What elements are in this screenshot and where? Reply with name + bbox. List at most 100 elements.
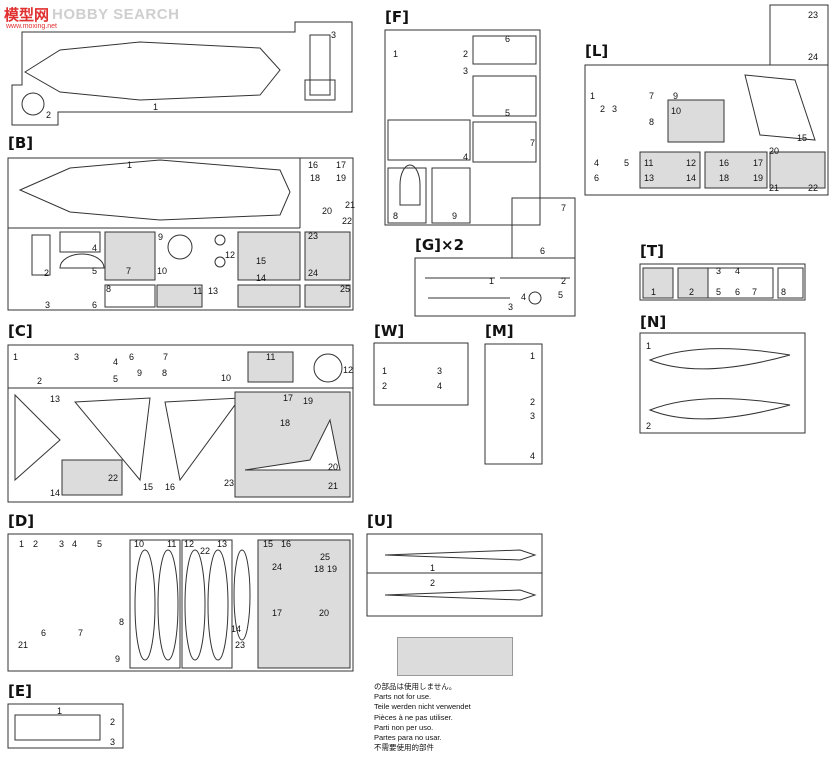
legend-line: の部品は使用しません。 [374,682,457,691]
part-e1 [14,714,101,741]
part-number: 4 [530,451,536,461]
part-number: 1 [393,49,399,59]
sprue-frame-d [7,533,354,672]
not-for-use-legend: の部品は使用しません。 Parts not for use. Teile wer… [374,682,471,753]
part-number: 13 [217,539,228,549]
part-number: 16 [165,482,176,492]
part-number: 13 [208,286,219,296]
part-number: 23 [235,640,246,650]
part-number: 3 [508,302,514,312]
part-number: 22 [808,183,819,193]
section-label-b: [B] [8,134,34,152]
part-number: 23 [308,231,319,241]
part-number: 12 [225,250,236,260]
part-number: 3 [331,30,337,40]
part-number: 5 [113,374,119,384]
section-label-f: [F] [385,8,409,26]
part-number: 20 [769,146,780,156]
part-number: 3 [45,300,51,310]
part-number: 1 [646,341,652,351]
part-number: 2 [44,268,50,278]
part-number: 1 [153,102,159,112]
part-number: 2 [430,578,436,588]
part-number: 4 [113,357,119,367]
part-number: 4 [437,381,443,391]
part-number: 19 [327,564,338,574]
part-number: 11 [193,286,203,296]
part-c13 [14,393,61,482]
part-number: 24 [308,268,319,278]
part-number: 9 [452,211,458,221]
part-number: 1 [489,276,495,286]
part-number: 22 [108,473,119,483]
sprue-frame-m [484,343,543,465]
part-number: 14 [50,488,61,498]
part-number: 22 [342,216,353,226]
part-number: 23 [808,10,819,20]
not-for-use-swatch [397,637,513,676]
part-number: 3 [437,366,443,376]
part-number: 2 [463,49,469,59]
part-number: 4 [594,158,600,168]
part-number: 13 [50,394,61,404]
part-number: 10 [671,106,682,116]
part-number: 14 [231,624,242,634]
section-label-c: [C] [8,322,33,340]
part-number: 6 [92,300,98,310]
part-c16 [164,397,242,482]
part-number: 1 [430,563,436,573]
part-number: 15 [797,133,808,143]
part-number: 3 [59,539,65,549]
part-number: 21 [345,200,356,210]
part-n2 [648,398,791,420]
part-number: 4 [735,266,741,276]
section-label-n: [N] [640,313,667,331]
section-label-d: [D] [8,512,35,530]
part-number: 7 [163,352,169,362]
part-number: 17 [283,393,294,403]
part-number: 11 [167,539,177,549]
part-number: 5 [558,290,564,300]
part-number: 10 [221,373,232,383]
part-number: 7 [752,287,758,297]
watermark-site: www.moxing.net [6,23,57,30]
part-number: 6 [594,173,600,183]
part-number: 8 [393,211,399,221]
part-number: 19 [753,173,764,183]
part-number: 7 [530,138,536,148]
sprue-frame-a [11,21,353,126]
sprue-frame-n [639,332,806,434]
part-number: 2 [600,104,606,114]
part-number: 1 [530,351,536,361]
part-number: 7 [126,266,132,276]
part-b1 [18,159,291,221]
part-number: 12 [184,539,195,549]
sprue-frame-g [414,257,576,317]
legend-line: 不需要使用的部件 [374,743,434,753]
part-number: 5 [97,539,103,549]
part-number: 6 [735,287,741,297]
watermark: 模型网 HOBBY SEARCH www.moxing.net [4,4,180,30]
part-number: 14 [256,273,267,283]
part-number: 13 [644,173,655,183]
part-number: 24 [272,562,283,572]
part-number: 6 [129,352,135,362]
part-number: 15 [263,539,274,549]
part-number: 21 [18,640,29,650]
part-number: 12 [686,158,697,168]
part-number: 1 [57,706,63,716]
part-a1 [24,41,281,101]
part-number: 2 [382,381,388,391]
part-number: 25 [340,284,351,294]
part-number: 12 [343,365,354,375]
watermark-word: HOBBY SEARCH [52,6,180,23]
part-number: 16 [281,539,292,549]
part-number: 4 [463,152,469,162]
part-number: 2 [530,397,536,407]
part-number: 8 [162,368,168,378]
part-number: 16 [719,158,730,168]
part-number: 15 [143,482,154,492]
part-number: 9 [137,368,143,378]
part-number: 20 [328,462,339,472]
